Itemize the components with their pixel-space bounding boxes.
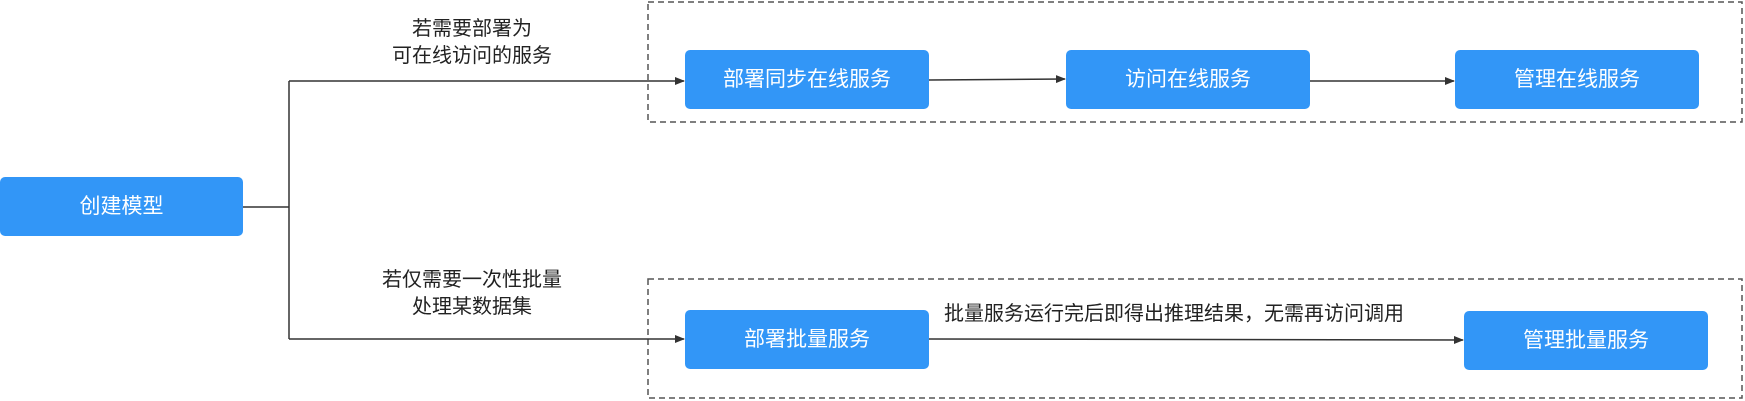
node-manage-batch-service: 管理批量服务 xyxy=(1464,311,1708,370)
node-manage-online-service: 管理在线服务 xyxy=(1455,50,1699,109)
node-create-model: 创建模型 xyxy=(0,177,243,236)
arrow-batch-to-manage xyxy=(928,335,1464,344)
node-deploy-batch-service: 部署批量服务 xyxy=(685,310,929,369)
condition-online-line-2: 可在线访问的服务 xyxy=(392,43,552,67)
condition-batch-line-2: 处理某数据集 xyxy=(412,294,532,318)
edge-label-batch-flow: 批量服务运行完后即得出推理结果，无需再访问调用 xyxy=(944,301,1404,325)
condition-online-line-1: 若需要部署为 xyxy=(412,16,532,40)
node-deploy-sync-service: 部署同步在线服务 xyxy=(685,50,929,109)
batch-service-group xyxy=(647,278,1743,399)
arrow-sync-to-access xyxy=(928,75,1066,84)
condition-batch-line-1: 若仅需要一次性批量 xyxy=(382,267,562,291)
online-service-group xyxy=(647,1,1743,123)
condition-label-batch: 若仅需要一次性批量 处理某数据集 xyxy=(362,266,582,320)
node-access-online-service: 访问在线服务 xyxy=(1066,50,1310,109)
condition-label-online: 若需要部署为 可在线访问的服务 xyxy=(372,15,572,69)
